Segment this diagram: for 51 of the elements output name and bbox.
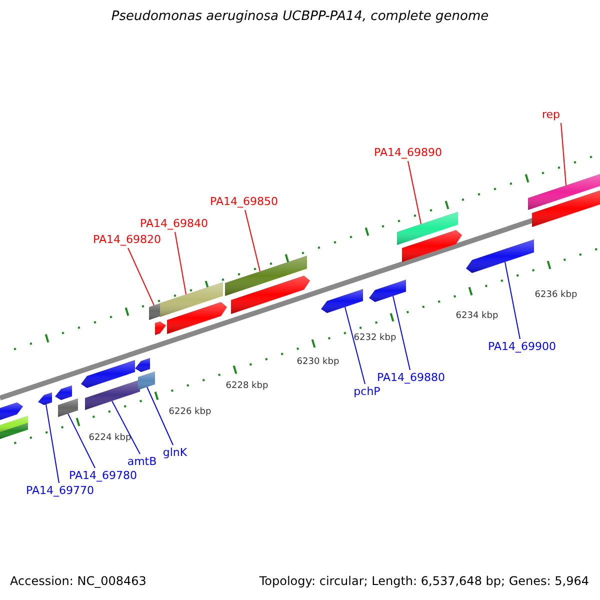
leader-line [504,262,520,340]
scale-label: 6226 kbp [168,406,212,419]
scale-label: 6236 kbp [534,289,578,302]
gene-label: rep [542,108,560,121]
gene-label: PA14_69780 [69,469,137,482]
gene-bar [532,190,600,227]
gene-label: PA14_69890 [374,146,442,159]
gene-label: pchP [354,385,380,398]
gene-bar [466,239,534,273]
gene-bar [402,230,462,262]
gene-label: PA14_69820 [93,233,161,246]
gene-bar [321,289,363,313]
leader-line [68,413,96,468]
gene-label: PA14_69770 [26,484,94,497]
scale-label: 6224 kbp [88,432,132,445]
leader-line [408,160,422,224]
scale-label: 6234 kbp [456,310,498,323]
leader-line [112,400,140,454]
leader-line [244,210,260,272]
leader-line [146,386,174,446]
footer-text: Accession: NC_008463 [10,575,146,588]
gene-bar [138,371,155,390]
scale-label: 6232 kbp [354,332,396,345]
gene-bar [0,422,28,439]
gene-label: PA14_69840 [140,217,208,230]
leader-line [46,404,60,484]
gene-bar [85,380,140,410]
gene-bar [55,385,72,400]
gene-bar [155,321,166,335]
gene-bar [81,360,135,388]
gene-bar [58,398,78,417]
gene-label: PA14_69850 [210,195,278,208]
leader-line [128,248,154,306]
gene-label: PA14_69900 [488,340,556,353]
gene-label: PA14_69880 [377,371,445,384]
leader-line [174,232,186,295]
scale-label: 6230 kbp [296,356,340,369]
footer-text: Topology: circular; Length: 6,537,648 bp; Genes: 5,964 [259,575,589,588]
leader-line [344,306,366,384]
leader-line [392,296,410,370]
gene-bar [167,302,227,334]
gene-bar [135,358,150,372]
gene-bar [38,392,52,405]
gene-bar [231,276,310,314]
leader-line [560,122,566,186]
gene-bar [369,280,406,302]
gene-bar [0,402,23,420]
map-title: Pseudomonas aeruginosa UCBPP-PA14, complete genome [111,10,489,23]
scale-label: 6228 kbp [226,380,268,393]
gene-label: amtB [127,455,157,468]
gene-label: glnK [162,446,188,459]
